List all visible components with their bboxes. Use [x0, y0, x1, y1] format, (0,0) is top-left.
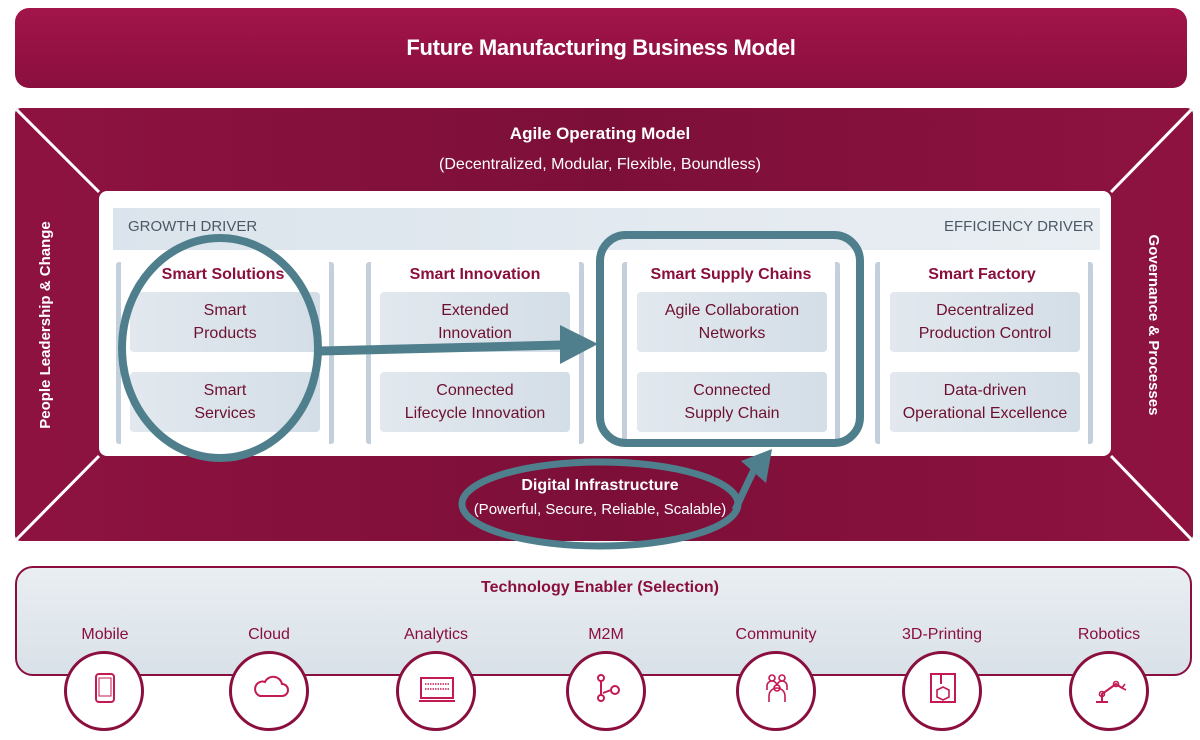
- cell-line: Operational Excellence: [902, 405, 1068, 422]
- column-title-smart-factory: Smart Factory: [928, 266, 1036, 283]
- community-icon: [766, 674, 788, 702]
- title-banner: Future Manufacturing Business Model: [15, 8, 1187, 88]
- analytics-icon-circle: [396, 651, 476, 731]
- mobile-icon: [95, 673, 115, 703]
- people-leadership-label: People Leadership & Change: [37, 221, 54, 429]
- cell-line: Networks: [698, 325, 766, 342]
- cloud-icon-circle: [229, 651, 309, 731]
- cell-line: Connected: [693, 382, 771, 399]
- column-title-smart-innovation: Smart Innovation: [409, 266, 541, 283]
- cell-extended-innovation: Extended Innovation: [380, 292, 570, 352]
- cell-line: Data-driven: [943, 382, 1027, 399]
- cell-line: Smart: [203, 302, 247, 319]
- tech-label-cloud: Cloud: [248, 626, 290, 643]
- cell-agile-collaboration-networks: Agile Collaboration Networks: [637, 292, 827, 352]
- page-title: Future Manufacturing Business Model: [406, 35, 796, 60]
- robotics-icon-circle: [1069, 651, 1149, 731]
- cell-line: Services: [194, 405, 256, 422]
- 3d-printing-icon-circle: [902, 651, 982, 731]
- m2m-icon-circle: [566, 651, 646, 731]
- column-title-smart-supply-chains: Smart Supply Chains: [650, 266, 812, 283]
- analytics-icon: [419, 677, 455, 702]
- cell-line: Innovation: [438, 325, 512, 342]
- mobile-icon-circle: [64, 651, 144, 731]
- community-icon-circle: [736, 651, 816, 731]
- 3d-printing-icon: [930, 673, 956, 703]
- cell-line: Supply Chain: [684, 405, 780, 422]
- digital-infrastructure-title: Digital Infrastructure: [521, 477, 679, 494]
- cell-line: Extended: [441, 302, 509, 319]
- tech-label-m2m: M2M: [588, 626, 624, 643]
- cell-line: Connected: [436, 382, 514, 399]
- cell-smart-products: Smart Products: [130, 292, 320, 352]
- cell-data-driven-operational-excellence: Data-driven Operational Excellence: [890, 372, 1080, 432]
- efficiency-driver-label: EFFICIENCY DRIVER: [944, 218, 1094, 235]
- column-bracket: [875, 262, 1093, 444]
- tech-label-mobile: Mobile: [81, 626, 129, 643]
- tech-label-community: Community: [735, 626, 817, 643]
- cell-connected-supply-chain: Connected Supply Chain: [637, 372, 827, 432]
- column-title-smart-solutions: Smart Solutions: [161, 266, 285, 283]
- governance-processes-label: Governance & Processes: [1145, 234, 1162, 416]
- cell-line: Products: [193, 325, 257, 342]
- growth-driver-label: GROWTH DRIVER: [128, 218, 258, 235]
- cell-line: Agile Collaboration: [664, 302, 800, 319]
- technology-enabler-title: Technology Enabler (Selection): [481, 579, 719, 596]
- tech-label-robotics: Robotics: [1077, 626, 1141, 643]
- cell-connected-lifecycle-innovation: Connected Lifecycle Innovation: [380, 372, 570, 432]
- tech-label-3d-printing: 3D-Printing: [901, 626, 983, 643]
- m2m-icon: [597, 674, 620, 702]
- tech-label-analytics: Analytics: [403, 626, 469, 643]
- cell-line: Smart: [203, 382, 247, 399]
- agile-operating-model-title: Agile Operating Model: [509, 124, 691, 143]
- cell-line: Lifecycle Innovation: [404, 405, 546, 422]
- cloud-icon: [254, 675, 289, 697]
- cell-line: Production Control: [918, 325, 1052, 342]
- cell-smart-services: Smart Services: [130, 372, 320, 432]
- cell-line: Decentralized: [936, 302, 1034, 319]
- digital-infrastructure-subtitle: (Powerful, Secure, Reliable, Scalable): [473, 501, 727, 518]
- agile-operating-model-subtitle: (Decentralized, Modular, Flexible, Bound…: [439, 156, 761, 173]
- cell-decentralized-production-control: Decentralized Production Control: [890, 292, 1080, 352]
- robotics-icon: [1096, 680, 1127, 703]
